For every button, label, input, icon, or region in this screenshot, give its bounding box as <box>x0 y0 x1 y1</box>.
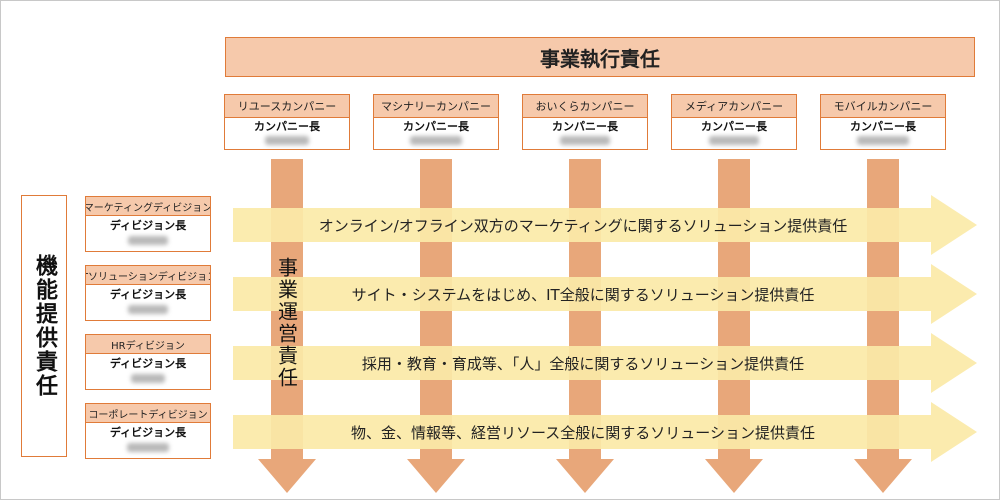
company-role: カンパニー長 <box>701 120 767 133</box>
functional-responsibility-label: 機能提供責任 <box>21 195 67 457</box>
company-role: カンパニー長 <box>552 120 618 133</box>
division-name: コーポレートディビジョン <box>86 404 210 423</box>
division-box-it-solution: ITソリューションディビジョン ディビジョン長 <box>85 265 211 321</box>
company-name: モバイルカンパニー <box>821 95 945 118</box>
company-name: メディアカンパニー <box>672 95 796 118</box>
company-box-machinery: マシナリーカンパニー カンパニー長 <box>373 94 499 150</box>
blurred-name <box>128 236 168 245</box>
company-box-media: メディアカンパニー カンパニー長 <box>671 94 797 150</box>
horizontal-arrows <box>233 195 977 462</box>
responsibility-text-it: サイト・システムをはじめ、IT全般に関するソリューション提供責任 <box>351 285 815 304</box>
responsibility-text-hr: 採用・教育・育成等、「人」全般に関するソリューション提供責任 <box>361 354 805 373</box>
vertical-arrow-3 <box>556 159 614 493</box>
division-box-marketing: マーケティングディビジョン ディビジョン長 <box>85 196 211 252</box>
vertical-arrow-1 <box>258 159 316 493</box>
blurred-name <box>410 136 462 145</box>
division-name: ITソリューションディビジョン <box>86 266 210 285</box>
blurred-name <box>857 136 909 145</box>
division-name: HRディビジョン <box>86 335 210 354</box>
vertical-arrow-5 <box>854 159 912 493</box>
business-operation-label: 事業運営責任 <box>269 239 305 407</box>
blurred-name <box>265 136 309 145</box>
vertical-arrow-2 <box>407 159 465 493</box>
functional-label-text: 機能提供責任 <box>32 254 57 398</box>
responsibility-text-corporate: 物、金、情報等、経営リソース全般に関するソリューション提供責任 <box>351 423 815 442</box>
company-name: マシナリーカンパニー <box>374 95 498 118</box>
company-name: リユースカンパニー <box>225 95 349 118</box>
banner-title: 事業執行責任 <box>540 46 660 71</box>
company-name: おいくらカンパニー <box>523 95 647 118</box>
vertical-arrows <box>258 159 912 493</box>
vertical-arrow-4 <box>705 159 763 493</box>
division-role: ディビジョン長 <box>109 426 187 439</box>
company-box-mobile: モバイルカンパニー カンパニー長 <box>820 94 946 150</box>
blurred-name <box>128 305 168 314</box>
responsibility-text-marketing: オンライン/オフライン双方のマーケティングに関するソリューション提供責任 <box>318 216 848 235</box>
blurred-name <box>560 136 610 145</box>
blurred-name <box>127 443 169 452</box>
horizontal-arrow-2 <box>233 264 977 324</box>
company-role: カンパニー長 <box>850 120 916 133</box>
blurred-name <box>709 136 759 145</box>
division-name: マーケティングディビジョン <box>86 197 210 216</box>
horizontal-arrow-1 <box>233 195 977 255</box>
company-role: カンパニー長 <box>254 120 320 133</box>
division-role: ディビジョン長 <box>109 219 187 232</box>
company-box-reuse: リユースカンパニー カンパニー長 <box>224 94 350 150</box>
business-execution-banner: 事業執行責任 <box>225 37 975 77</box>
operation-label-text: 事業運営責任 <box>274 257 299 389</box>
company-role: カンパニー長 <box>403 120 469 133</box>
division-box-corporate: コーポレートディビジョン ディビジョン長 <box>85 403 211 459</box>
horizontal-arrow-3 <box>233 333 977 393</box>
division-role: ディビジョン長 <box>109 288 187 301</box>
division-box-hr: HRディビジョン ディビジョン長 <box>85 334 211 390</box>
horizontal-arrow-4 <box>233 402 977 462</box>
blurred-name <box>131 374 165 383</box>
division-role: ディビジョン長 <box>109 357 187 370</box>
company-box-oikura: おいくらカンパニー カンパニー長 <box>522 94 648 150</box>
